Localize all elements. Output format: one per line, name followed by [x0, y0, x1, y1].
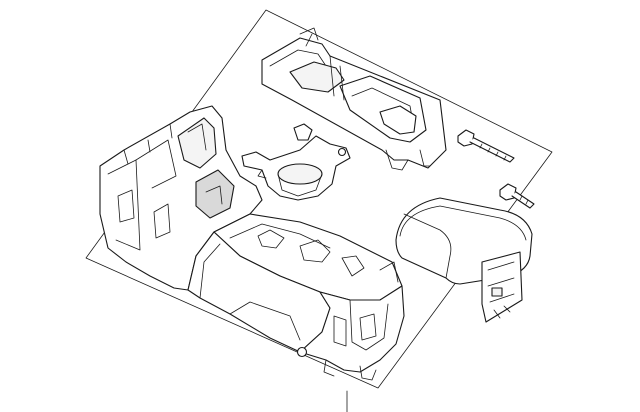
screw	[499, 183, 535, 209]
bolt	[457, 129, 515, 163]
console-assembly	[99, 105, 405, 381]
armrest-lid	[395, 197, 533, 323]
cup-holder-insert	[241, 123, 351, 201]
shifter-bezel	[261, 27, 447, 171]
